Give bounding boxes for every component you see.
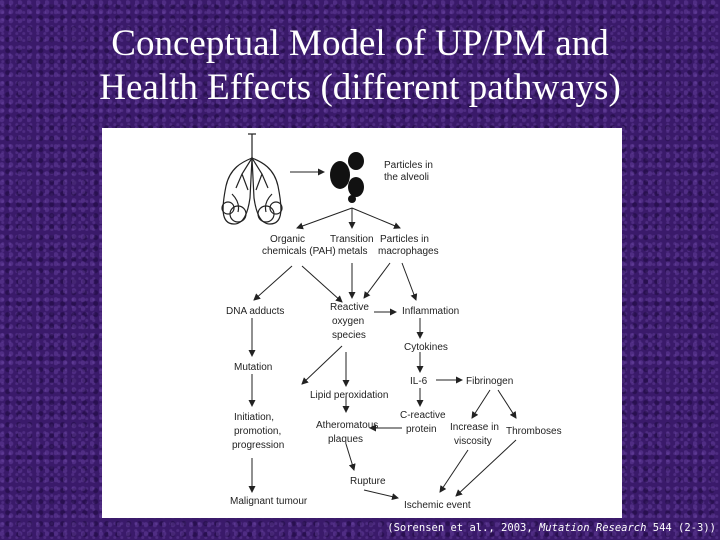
- node-increase-viscosity-2: viscosity: [454, 436, 492, 447]
- lungs-illustration: [221, 133, 283, 225]
- node-particles-macrophages-2: macrophages: [378, 246, 439, 257]
- node-reactive-oxygen: Reactive: [330, 302, 369, 313]
- arrow-rupture-to-ischemic: [363, 489, 399, 501]
- node-ischemic-event: Ischemic event: [404, 500, 471, 511]
- node-increase-viscosity: Increase in: [450, 422, 499, 433]
- arrow-ros-to-lipid: [301, 345, 343, 385]
- node-particles-alveoli-2: the alveoli: [384, 172, 429, 183]
- node-reactive-oxygen-2: oxygen: [332, 316, 364, 327]
- slide-title-line-2: Health Effects (different pathways): [99, 67, 621, 108]
- node-initiation-2: promotion,: [234, 426, 281, 437]
- arrow-fibrinogen-to-viscosity: [471, 389, 491, 419]
- slide-title-line-1: Conceptual Model of UP/PM and: [111, 23, 609, 64]
- particles-illustration: [330, 152, 364, 203]
- node-organic-chemicals-2: chemicals (PAH): [262, 246, 336, 257]
- arrow-macrophages-to-ros: [363, 262, 391, 299]
- arrow-fibrinogen-to-thromboses: [497, 389, 517, 419]
- node-inflammation: Inflammation: [402, 306, 459, 317]
- arrow-macrophages-to-inflammation: [401, 262, 418, 301]
- node-reactive-oxygen-3: species: [332, 330, 366, 341]
- citation-prefix: (Sorensen et al., 2003,: [387, 522, 539, 534]
- node-lipid-peroxidation: Lipid peroxidation: [310, 390, 388, 401]
- node-thromboses: Thromboses: [506, 426, 562, 437]
- node-cytokines: Cytokines: [404, 342, 448, 353]
- arrow-athero-to-rupture: [345, 443, 356, 471]
- node-mutation: Mutation: [234, 362, 272, 373]
- arrow-particles-to-organic: [296, 207, 353, 230]
- node-particles-macrophages: Particles in: [380, 234, 429, 245]
- arrow-viscosity-to-ischemic: [439, 449, 469, 493]
- node-c-reactive-protein-2: protein: [406, 424, 437, 435]
- arrow-organic-to-ros: [301, 265, 343, 303]
- node-fibrinogen: Fibrinogen: [466, 376, 513, 387]
- arrow-particles-to-macrophages: [351, 207, 401, 229]
- node-atheromatous-plaques: Atheromatous: [316, 420, 378, 431]
- diagram-labels: Particles in the alveoli Organic chemica…: [226, 160, 562, 511]
- citation: (Sorensen et al., 2003, Mutation Researc…: [300, 522, 716, 534]
- slide-title: Conceptual Model of UP/PM and Health Eff…: [0, 22, 720, 110]
- node-transition-metals: Transition: [330, 234, 374, 245]
- node-atheromatous-plaques-2: plaques: [328, 434, 363, 445]
- node-initiation: Initiation,: [234, 412, 274, 423]
- arrow-organic-to-dna: [253, 265, 293, 301]
- citation-suffix: 544 (2-3)): [646, 522, 716, 534]
- diagram-canvas: Particles in the alveoli Organic chemica…: [221, 133, 562, 511]
- node-dna-adducts: DNA adducts: [226, 306, 284, 317]
- node-transition-metals-2: metals: [338, 246, 367, 257]
- conceptual-model-diagram: Particles in the alveoli Organic chemica…: [102, 128, 622, 518]
- citation-journal: Mutation Research: [538, 522, 647, 534]
- node-initiation-3: progression: [232, 440, 284, 451]
- node-rupture: Rupture: [350, 476, 386, 487]
- diagram-arrows: [248, 168, 517, 501]
- arrow-thromboses-to-ischemic: [455, 439, 517, 497]
- node-c-reactive-protein: C-reactive: [400, 410, 446, 421]
- node-il6: IL-6: [410, 376, 428, 387]
- node-malignant-tumour: Malignant tumour: [230, 496, 308, 507]
- node-organic-chemicals: Organic: [270, 234, 305, 245]
- node-particles-alveoli: Particles in: [384, 160, 433, 171]
